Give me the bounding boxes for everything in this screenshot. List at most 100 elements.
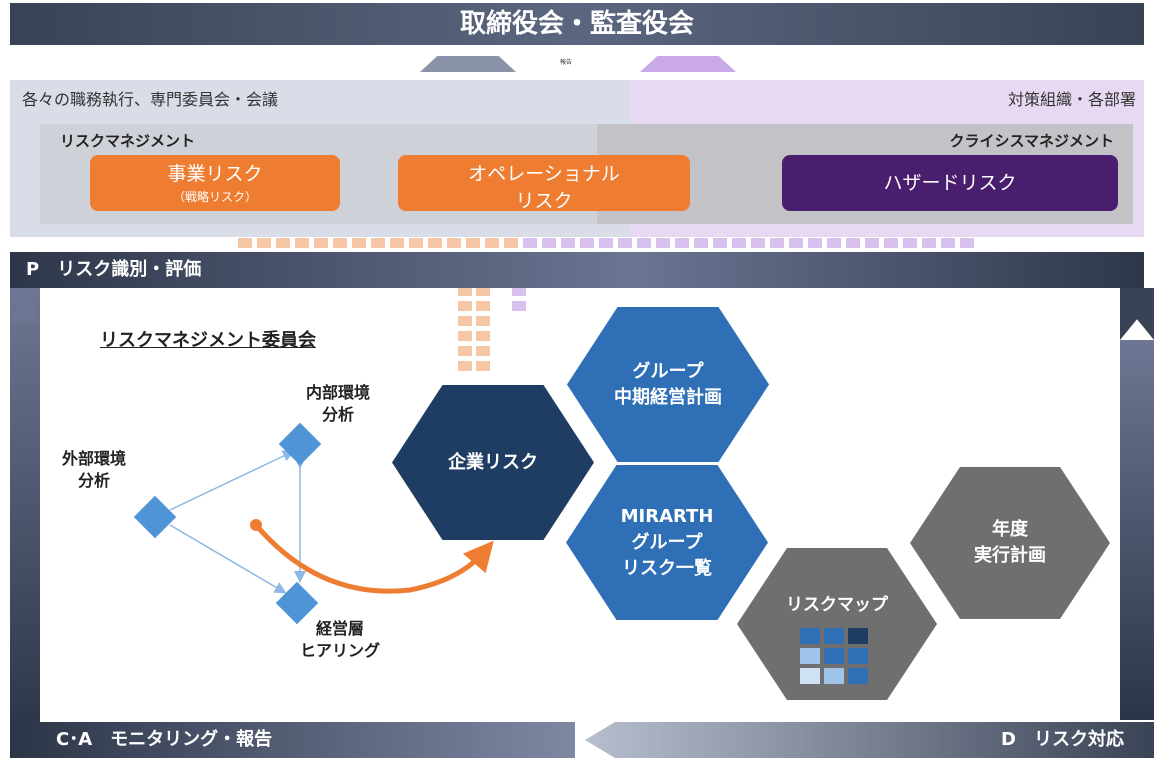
connector-cell — [390, 238, 404, 248]
connector-cell — [751, 238, 765, 248]
connector-cell — [466, 238, 480, 248]
connector-cell — [314, 238, 328, 248]
connector-cell — [713, 238, 727, 248]
plan-band — [10, 252, 1144, 288]
analysis-to-corporate-risk-arrow — [254, 523, 494, 594]
connector-cell — [504, 238, 518, 248]
midterm-plan-hexagon: グループ 中期経営計画 — [567, 307, 769, 462]
mirarth-risk-list-hexagon: MIRARTH グループ リスク一覧 — [566, 465, 768, 620]
connector-cell — [789, 238, 803, 248]
check-act-label: C･A モニタリング・報告 — [56, 729, 273, 750]
operational-risk-box: オペレーショナル リスク — [398, 155, 690, 212]
report-arrow-left-icon — [420, 56, 516, 72]
connector-cell — [458, 316, 472, 326]
check-act-band — [10, 722, 575, 758]
report-arrow-right-icon — [640, 56, 736, 72]
board-title-bar: 取締役会・監査役会 — [10, 3, 1144, 45]
business-risk-box: 事業リスク （戦略リスク） — [90, 155, 340, 211]
mirarth-line3: リスク一覧 — [621, 557, 712, 579]
connector-cell — [523, 238, 537, 248]
strategic-risk-label: （戦略リスク） — [172, 190, 257, 204]
connector-cell — [770, 238, 784, 248]
external-to-internal-arrow — [169, 450, 295, 511]
annual-plan-line1: 年度 — [992, 519, 1028, 540]
internal-analysis-line1: 内部環境 — [306, 383, 371, 402]
do-label: D リスク対応 — [1001, 729, 1124, 750]
midterm-plan-line2: 中期経営計画 — [614, 386, 722, 408]
connector-cell — [476, 286, 490, 296]
cycle-right-arrow — [1120, 340, 1154, 720]
connector-cell — [352, 238, 366, 248]
connector-cell — [458, 331, 472, 341]
connector-cell — [808, 238, 822, 248]
connector-cell — [458, 346, 472, 356]
connector-cell — [295, 238, 309, 248]
connector-cell — [561, 238, 575, 248]
committee-title: リスクマネジメント委員会 — [100, 330, 316, 351]
connector-cell — [941, 238, 955, 248]
business-risk-label: 事業リスク — [167, 163, 263, 185]
mirarth-line2: グループ — [631, 531, 703, 553]
external-to-management-arrow — [169, 524, 287, 594]
connector-cell — [512, 286, 526, 296]
management-hearing-line2: ヒアリング — [300, 641, 381, 660]
internal-analysis-label: 内部環境 分析 — [306, 382, 370, 426]
connector-cell — [458, 286, 472, 296]
hazard-risk-box: ハザードリスク — [782, 155, 1118, 211]
connector-cell — [257, 238, 271, 248]
connector-cell — [371, 238, 385, 248]
connector-cell — [675, 238, 689, 248]
connector-cell — [599, 238, 613, 248]
operational-risk-line1: オペレーショナル — [468, 163, 620, 185]
external-analysis-line1: 外部環境 — [62, 449, 127, 468]
connector-cell — [656, 238, 670, 248]
connector-cell — [846, 238, 860, 248]
corporate-risk-label: 企業リスク — [448, 451, 538, 473]
connector-cell — [960, 238, 974, 248]
crisis-management-title: クライシスマネジメント — [949, 132, 1114, 150]
midterm-plan-line1: グループ — [632, 360, 704, 382]
connector-cell — [476, 301, 490, 311]
annual-plan-line2: 実行計画 — [974, 545, 1046, 566]
internal-analysis-line2: 分析 — [322, 405, 355, 424]
management-hearing-line1: 経営層 — [316, 619, 365, 638]
external-analysis-label: 外部環境 分析 — [62, 448, 126, 492]
external-analysis-diamond — [133, 495, 177, 539]
connector-cell — [476, 331, 490, 341]
plan-label: P リスク識別・評価 — [26, 259, 202, 280]
connector-cell — [333, 238, 347, 248]
connector-cell — [458, 361, 472, 371]
connector-cell — [580, 238, 594, 248]
duties-label: 各々の職務執行、専門委員会・会議 — [22, 90, 279, 109]
connector-cell — [476, 361, 490, 371]
connector-cell — [409, 238, 423, 248]
management-hearing-label: 経営層 ヒアリング — [300, 618, 380, 662]
connector-cell — [238, 238, 252, 248]
connector-cell — [458, 301, 472, 311]
cycle-left-arrow — [10, 288, 40, 736]
connector-cell — [884, 238, 898, 248]
countermeasure-label: 対策組織・各部署 — [1007, 90, 1136, 109]
report-label: 報告 — [560, 59, 573, 66]
connector-cell — [512, 301, 526, 311]
operational-risk-line2: リスク — [515, 190, 573, 212]
mirarth-line1: MIRARTH — [620, 505, 714, 527]
connector-cell — [637, 238, 651, 248]
risk-management-title: リスクマネジメント — [60, 132, 196, 150]
connector-cell — [903, 238, 917, 248]
connector-cell — [428, 238, 442, 248]
internal-analysis-diamond — [278, 422, 322, 466]
do-band — [585, 722, 1154, 758]
connector-cell — [827, 238, 841, 248]
external-analysis-line2: 分析 — [78, 471, 111, 490]
connector-cell — [865, 238, 879, 248]
risk-map-label: リスクマップ — [786, 595, 888, 615]
connector-cell — [922, 238, 936, 248]
connector-cell — [447, 238, 461, 248]
connector-cell — [732, 238, 746, 248]
connector-cell — [476, 316, 490, 326]
connector-cell — [276, 238, 290, 248]
risk-map-grid-icon — [800, 628, 868, 684]
connector-cell — [485, 238, 499, 248]
